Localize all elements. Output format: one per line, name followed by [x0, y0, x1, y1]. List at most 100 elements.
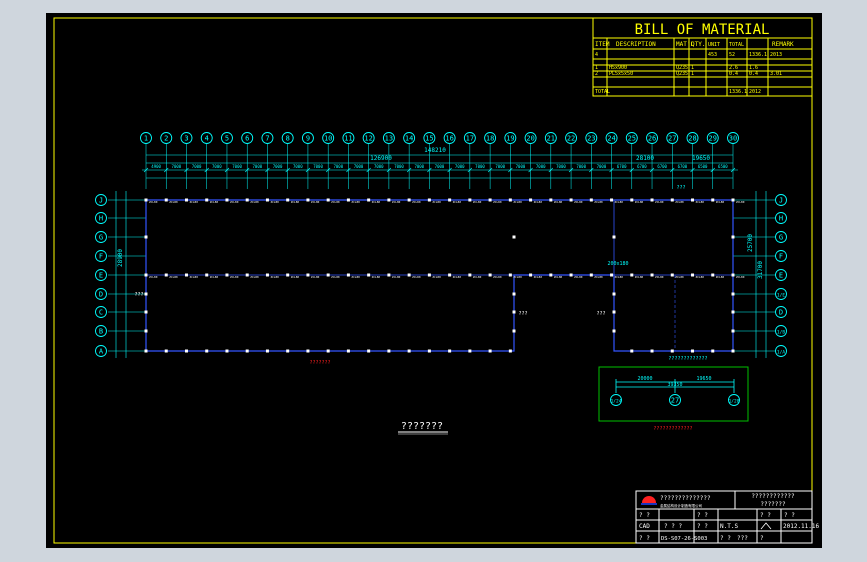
bom-cell: 3.01: [770, 71, 782, 77]
column-mark: [512, 310, 516, 314]
axis-bubble-left-A-circle: [95, 345, 107, 357]
bom-header-item: ITEM: [595, 41, 610, 48]
axis-bubble-right-F: F: [779, 253, 783, 261]
axis-bubble-right-J: J: [779, 197, 783, 205]
column-label: ZCL80: [291, 200, 300, 204]
cad-viewport[interactable]: BILL OF MATERIAL ITEM DESCRIPTION MAT'L …: [46, 13, 822, 548]
bay-dim: 7000: [293, 164, 303, 169]
column-label: ZCL80: [635, 275, 644, 279]
axis-bubble-11: 11: [344, 135, 352, 143]
axis-bubble-right-E-circle: [775, 269, 787, 281]
column-label: ZCL80: [311, 275, 320, 279]
axis-bubble-17: 17: [466, 135, 474, 143]
axis-bubble-27: 27: [668, 135, 676, 143]
column-label: ZCL80: [696, 200, 705, 204]
column-mark: [367, 349, 371, 353]
column-mark: [407, 349, 411, 353]
bom-header-remark: REMARK: [772, 41, 794, 48]
column-label: ZCL80: [615, 275, 624, 279]
column-mark: [427, 198, 431, 202]
height-left: 28900: [117, 249, 124, 267]
column-label: ZCL80: [331, 275, 340, 279]
column-mark: [164, 198, 168, 202]
bay-dim: 6700: [617, 164, 627, 169]
detail-caption: ?????????????: [653, 426, 692, 432]
column-label: ZCL80: [250, 275, 259, 279]
axis-bubble-right-1-A-circle: [775, 345, 787, 357]
column-label: ZCL80: [736, 200, 745, 204]
column-label: ZCL80: [493, 200, 502, 204]
column-mark: [346, 198, 350, 202]
column-mark: [326, 198, 330, 202]
column-mark: [508, 273, 512, 277]
center-mark: 200x180: [607, 261, 628, 267]
note-left: ???: [134, 292, 143, 298]
axis-bubble-29-circle: [706, 132, 719, 144]
axis-bubble-21: 21: [547, 135, 555, 143]
column-mark: [367, 273, 371, 277]
column-mark: [387, 273, 391, 277]
axis-bubble-15-circle: [423, 132, 436, 144]
column-mark: [731, 349, 735, 353]
column-mark: [306, 273, 310, 277]
bom-cell: PL5x5x50: [609, 71, 633, 77]
column-mark: [691, 273, 695, 277]
tb-sheet-label: ? ?: [720, 535, 731, 542]
column-mark: [245, 349, 249, 353]
axis-bubble-6: 6: [245, 135, 249, 143]
tb-cad: CAD: [639, 523, 650, 530]
column-mark: [286, 273, 290, 277]
column-label: ZCL80: [574, 275, 583, 279]
column-mark: [711, 273, 715, 277]
column-mark: [731, 273, 735, 277]
axis-bubble-11-circle: [342, 132, 355, 144]
axis-bubble-left-G-circle: [95, 231, 107, 243]
bay-dim: 7000: [414, 164, 424, 169]
height-right: 31700: [757, 261, 764, 279]
axis-bubble-left-A: A: [99, 348, 104, 356]
bom-cell: 2012: [749, 89, 761, 95]
title-block: ?????????????? 金属结构设计制造有限公司 ????????????…: [635, 490, 820, 544]
axis-bubble-2: 2: [164, 135, 168, 143]
tb-label-a: ? ?: [760, 512, 771, 519]
tb-drawing-no-label: ? ?: [639, 535, 650, 542]
bom-cell: 0.4: [749, 71, 758, 77]
column-label: ZCL80: [169, 275, 178, 279]
column-label: ZCL80: [696, 275, 705, 279]
column-mark: [265, 349, 269, 353]
drawing-frame: [53, 17, 813, 544]
column-label: ZCL80: [615, 200, 624, 204]
detail-dim-total: 39350: [667, 382, 682, 388]
bom-cell: H5x900: [609, 65, 627, 71]
axis-bubble-12-circle: [362, 132, 375, 144]
column-mark: [529, 198, 533, 202]
bay-dim: 7000: [172, 164, 182, 169]
plan-label-1: ???????: [309, 360, 330, 366]
column-mark: [731, 198, 735, 202]
axis-bubble-left-G: G: [99, 234, 103, 242]
axis-bubble-right-D-circle: [775, 306, 787, 318]
column-mark: [512, 292, 516, 296]
column-label: ZCL80: [453, 200, 462, 204]
bom-cell: TOTAL: [595, 89, 610, 95]
column-label: ZCL80: [372, 275, 381, 279]
column-label: ZCL80: [655, 200, 664, 204]
column-label: ZCL80: [210, 275, 219, 279]
axis-bubble-2-circle: [160, 132, 173, 144]
axis-bubble-right-H: H: [779, 215, 783, 223]
column-label: ZCL80: [149, 200, 158, 204]
column-mark: [144, 198, 148, 202]
column-mark: [326, 349, 330, 353]
axis-bubble-4: 4: [205, 135, 209, 143]
cad-drawing[interactable]: BILL OF MATERIAL ITEM DESCRIPTION MAT'L …: [46, 13, 822, 548]
column-mark: [468, 198, 472, 202]
bom-cell: 52: [729, 52, 735, 58]
column-mark: [205, 198, 209, 202]
column-mark: [731, 329, 735, 333]
axis-bubble-left-D: D: [99, 291, 103, 299]
column-mark: [427, 273, 431, 277]
column-label: ZCL80: [513, 200, 522, 204]
bom-cell: 1.6: [749, 65, 758, 71]
